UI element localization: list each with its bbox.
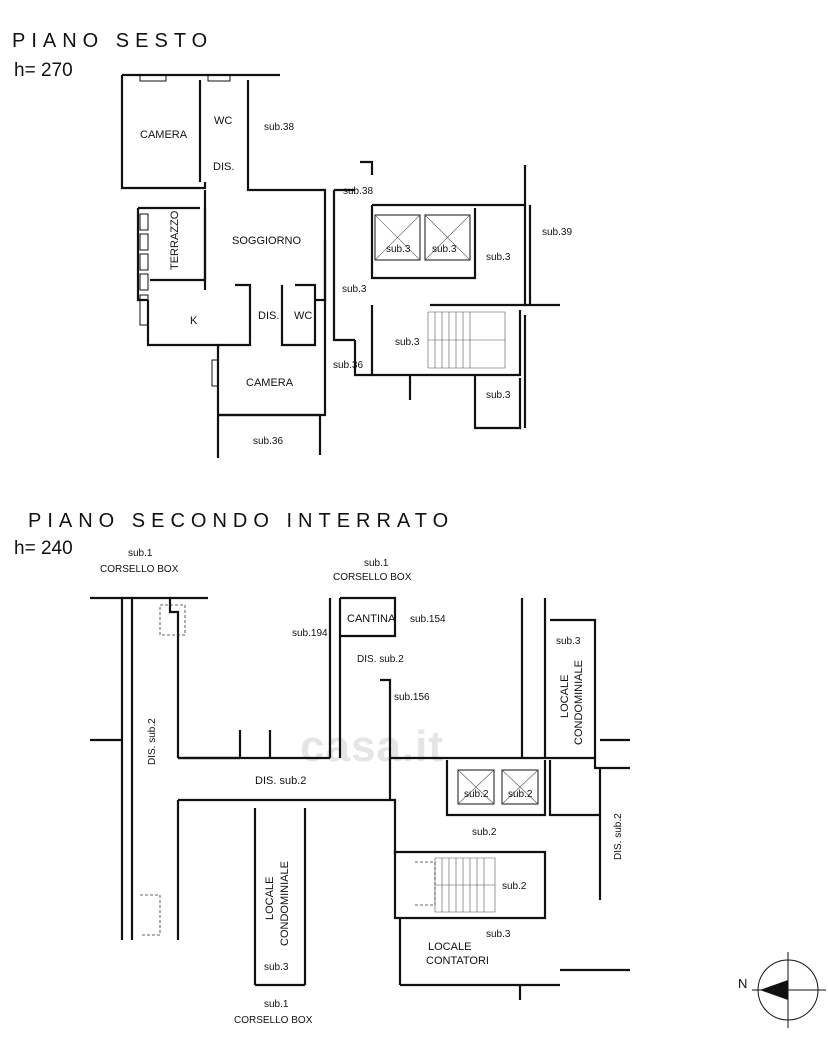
label-wc-2: WC bbox=[294, 310, 312, 322]
label-sub1-center: sub.1 bbox=[364, 558, 389, 569]
label-locale-right-1: LOCALE bbox=[559, 675, 571, 718]
sesto-fixtures bbox=[139, 74, 506, 387]
label-dis-sub2-corridor: DIS. sub.2 bbox=[255, 775, 306, 787]
floor-title-interrato: PIANO SECONDO INTERRATO bbox=[28, 510, 455, 532]
label-camera-1: CAMERA bbox=[140, 129, 188, 141]
label-sub154: sub.154 bbox=[410, 614, 446, 625]
floor-height-interrato: h= 240 bbox=[14, 538, 73, 559]
label-sub3-bottom: sub.3 bbox=[264, 962, 289, 973]
label-locale-right-2: CONDOMINIALE bbox=[573, 660, 585, 745]
label-sub156: sub.156 bbox=[394, 692, 430, 703]
label-sub3-right: sub.3 bbox=[556, 636, 581, 647]
label-sub3-stair-b: sub.3 bbox=[486, 929, 511, 940]
label-sub36-a: sub.36 bbox=[333, 360, 363, 371]
interrato-labels: sub.1 CORSELLO BOX sub.1 CORSELLO BOX CA… bbox=[100, 548, 624, 1026]
label-dis-sub2-left: DIS. sub.2 bbox=[147, 718, 158, 765]
label-sub2-stair: sub.2 bbox=[502, 881, 527, 892]
label-sub2-lift-a: sub.2 bbox=[464, 789, 489, 800]
label-dis-sub2-top: DIS. sub.2 bbox=[357, 654, 404, 665]
label-sub38-a: sub.38 bbox=[264, 122, 294, 133]
label-sub1-bottom: sub.1 bbox=[264, 999, 289, 1010]
label-sub3-lift-a: sub.3 bbox=[386, 244, 411, 255]
label-corsello-center: CORSELLO BOX bbox=[333, 572, 412, 583]
label-sub2-lift-b: sub.2 bbox=[508, 789, 533, 800]
label-corsello-left: CORSELLO BOX bbox=[100, 564, 179, 575]
label-dis-2: DIS. bbox=[258, 310, 279, 322]
label-dis-sub2-right: DIS. sub.2 bbox=[613, 813, 624, 860]
label-corsello-bottom: CORSELLO BOX bbox=[234, 1015, 313, 1026]
label-locale-bottom-1: LOCALE bbox=[264, 877, 276, 920]
label-cantina: CANTINA bbox=[347, 613, 396, 625]
label-sub3-lift-b: sub.3 bbox=[432, 244, 457, 255]
interrato-fixtures bbox=[140, 604, 539, 936]
label-sub3-stair: sub.3 bbox=[395, 337, 420, 348]
label-contatori-2: CONTATORI bbox=[426, 955, 489, 967]
interrato-walls bbox=[90, 596, 630, 1000]
compass-north-label: N bbox=[738, 976, 747, 991]
watermark: casa.it bbox=[300, 722, 444, 771]
floor-height-sesto: h= 270 bbox=[14, 60, 73, 81]
label-sub3-small: sub.3 bbox=[486, 390, 511, 401]
label-sub39: sub.39 bbox=[542, 227, 572, 238]
label-sub2-landing: sub.2 bbox=[472, 827, 497, 838]
label-sub38-b: sub.38 bbox=[343, 186, 373, 197]
label-camera-2: CAMERA bbox=[246, 377, 294, 389]
label-sub1-left: sub.1 bbox=[128, 548, 153, 559]
label-dis-1: DIS. bbox=[213, 161, 234, 173]
label-sub36-b: sub.36 bbox=[253, 436, 283, 447]
label-sub3-landing: sub.3 bbox=[486, 252, 511, 263]
label-sub3-corridor: sub.3 bbox=[342, 284, 367, 295]
label-k: K bbox=[190, 315, 198, 327]
north-compass-icon: N bbox=[738, 952, 826, 1028]
label-contatori-1: LOCALE bbox=[428, 941, 471, 953]
floor-title-sesto: PIANO SESTO bbox=[12, 30, 214, 52]
label-sub194: sub.194 bbox=[292, 628, 328, 639]
label-wc-1: WC bbox=[214, 115, 232, 127]
sesto-labels: CAMERA WC DIS. sub.38 sub.38 TERRAZZO SO… bbox=[140, 115, 572, 447]
sesto-walls bbox=[120, 73, 560, 458]
label-terrazzo: TERRAZZO bbox=[169, 210, 181, 270]
label-locale-bottom-2: CONDOMINIALE bbox=[279, 861, 291, 946]
label-soggiorno: SOGGIORNO bbox=[232, 235, 302, 247]
